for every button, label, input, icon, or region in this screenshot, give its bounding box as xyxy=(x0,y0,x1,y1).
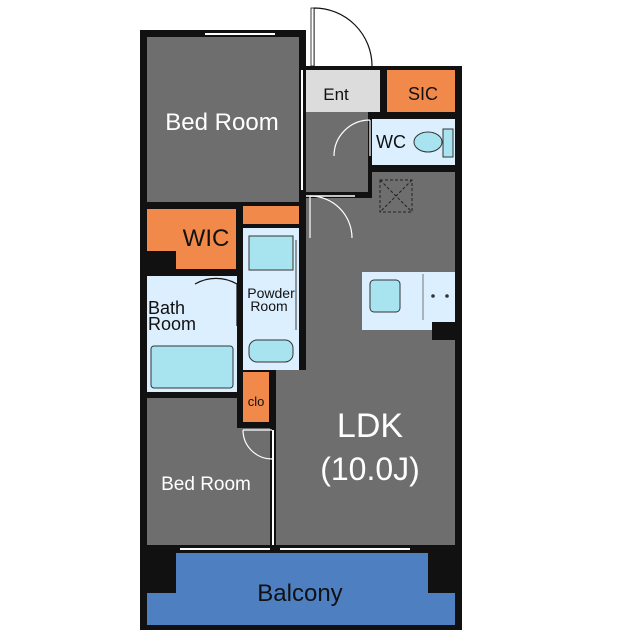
label-entrance: Ent xyxy=(323,85,349,104)
bath-door-swing xyxy=(194,277,238,326)
label-bed-room-1: Bed Room xyxy=(165,109,278,136)
balcony-floor xyxy=(147,553,455,625)
entrance-door-leaf xyxy=(310,7,315,67)
balcony-pillar-right xyxy=(428,553,462,593)
stove-burner-2 xyxy=(445,294,449,298)
label-sic: SIC xyxy=(408,84,438,104)
kitchen-sink xyxy=(369,279,401,313)
label-ldk-size: (10.0J) xyxy=(320,451,420,487)
label-balcony: Balcony xyxy=(257,580,342,607)
bed-room-2 xyxy=(147,398,270,545)
stove-burner-1 xyxy=(431,294,435,298)
label-wc: WC xyxy=(376,132,406,152)
powder-sink xyxy=(248,339,294,363)
label-closet: clo xyxy=(248,394,265,409)
exterior-notch xyxy=(306,30,462,66)
sic-closet xyxy=(387,70,455,112)
wc-door-swing xyxy=(333,119,371,157)
washing-machine-pan xyxy=(248,235,294,271)
bathtub xyxy=(150,345,234,389)
kitchen-counter-lower xyxy=(362,322,432,330)
label-powder-room-2: Room xyxy=(250,298,287,314)
label-powder-room-1: Powder xyxy=(247,285,295,301)
label-bath-room-2: Room xyxy=(148,314,196,334)
label-bath-room-1: Bath xyxy=(148,298,185,318)
bed-room-1 xyxy=(147,37,299,202)
wic-door-strip xyxy=(243,206,299,224)
hallway xyxy=(306,112,368,192)
ceiling-vent xyxy=(379,179,413,213)
ldk-room xyxy=(276,172,455,545)
bed2-door-swing xyxy=(242,429,273,460)
closet xyxy=(243,372,269,422)
wic-closet xyxy=(176,209,236,269)
toilet-tank xyxy=(442,128,454,158)
toilet-bowl xyxy=(413,131,443,153)
entrance xyxy=(306,70,380,112)
label-wic: WIC xyxy=(183,225,230,252)
wic-closet-left xyxy=(147,209,176,251)
ldk-door-swing xyxy=(309,195,353,239)
ceiling-vent-x2 xyxy=(379,179,413,213)
balcony-pillar-left xyxy=(140,553,176,593)
label-bed-room-2: Bed Room xyxy=(161,474,251,495)
label-ldk: LDK xyxy=(337,407,403,445)
